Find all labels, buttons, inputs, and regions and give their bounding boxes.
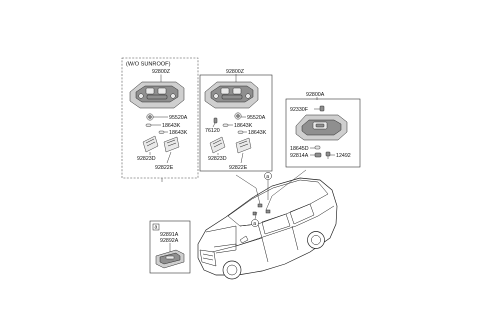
part-label: 18643K — [169, 130, 188, 136]
group-middle-assembly-label: 92800Z — [226, 69, 245, 75]
lamp-position-map — [252, 211, 257, 216]
svg-text:a: a — [253, 221, 256, 227]
svg-text:a: a — [266, 174, 269, 180]
lens-92822e — [163, 136, 180, 153]
part-label: 18643K — [248, 130, 267, 136]
car-callout-a-lower: a — [251, 219, 259, 227]
part-label: 92330F — [290, 107, 309, 113]
lens-92823d-middle — [209, 136, 226, 154]
part-label: 92823D — [137, 156, 156, 162]
lens-92822e-middle — [235, 137, 252, 154]
part-label: 18645D — [290, 146, 309, 152]
overhead-lamp-assembly — [129, 81, 185, 109]
inset-callout-a: a — [152, 223, 160, 231]
car-callout-a-upper: a — [264, 172, 272, 180]
leader — [166, 151, 172, 164]
vanity-lamp — [155, 249, 185, 269]
svg-text:a: a — [155, 225, 158, 231]
group-right-assembly-label: 92800A — [306, 92, 325, 98]
overhead-lamp-assembly-middle — [204, 81, 259, 109]
part-label: 92814A — [290, 153, 309, 159]
part-label: 92823D — [208, 156, 227, 162]
part-label: 95520A — [247, 115, 266, 121]
part-label: 18643K — [234, 123, 253, 129]
leader — [240, 152, 244, 164]
part-label: 92891A — [160, 232, 179, 238]
leader — [254, 214, 257, 220]
part-95520a — [146, 113, 154, 121]
part-label: 92822E — [155, 165, 174, 171]
bulb-18643k — [145, 123, 165, 134]
clip-92330f — [319, 105, 325, 112]
part-95520a-middle — [234, 112, 242, 120]
group-middle: 92800Z 95520A 76120 18643K 1864 — [199, 69, 273, 172]
part-label: 95520A — [169, 115, 188, 121]
screw-12492 — [325, 151, 331, 159]
group-left-header: (W/O SUNROOF) — [126, 62, 171, 68]
part-label: 92822E — [229, 165, 248, 171]
inset-box: a 92891A 92892A — [149, 220, 191, 274]
inset-frame — [149, 220, 191, 274]
group-left: (W/O SUNROOF) 92800Z 95520A 18643K 1864 — [121, 57, 199, 179]
pointer-lines — [161, 169, 307, 216]
part-label: 76120 — [205, 128, 220, 134]
group-right-frame — [285, 98, 361, 168]
group-right: 92800A 92330F 18645D 92814A 12492 — [285, 92, 361, 168]
part-label: 12492 — [336, 153, 351, 159]
lamp-position-rear — [265, 209, 271, 214]
part-label: 18643K — [162, 123, 181, 129]
clip-76120 — [213, 117, 218, 124]
lens-92823d — [142, 135, 159, 153]
map-lamp-92800a — [295, 114, 348, 141]
leader — [212, 122, 216, 128]
lamp-position-front — [257, 203, 263, 208]
bulb-18645d — [314, 145, 322, 158]
part-label: 92892A — [160, 238, 179, 244]
group-left-assembly-label: 92800Z — [152, 69, 171, 75]
car-illustration — [197, 177, 338, 280]
group-left-frame — [121, 57, 199, 179]
